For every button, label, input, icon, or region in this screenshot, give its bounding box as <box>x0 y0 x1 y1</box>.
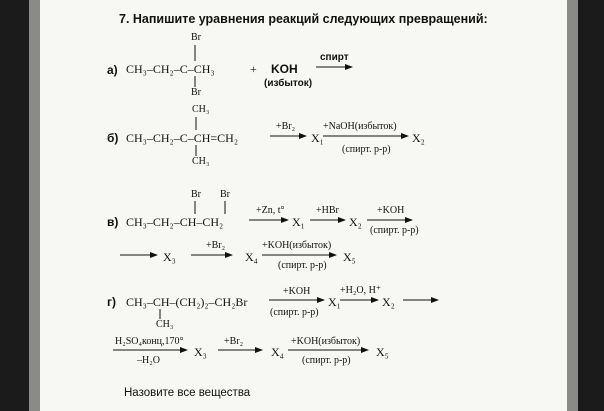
reaction-b-x2: X₂ <box>412 131 425 145</box>
reaction-a-plus: + <box>250 62 257 76</box>
reaction-a-br-bottom: Br <box>191 87 201 98</box>
reaction-c-x1: X₁ <box>292 215 305 229</box>
reaction-c-arrow5-top: +KOH(избыток) <box>262 240 332 251</box>
reaction-d-x5: X₅ <box>376 345 389 359</box>
reaction-b-arrow2-bottom: (спирт. р-р) <box>342 144 391 155</box>
reaction-a-koh-note: (избыток) <box>264 78 313 89</box>
task-heading: 7. Напишите уравнения реакций следующих … <box>119 12 488 26</box>
worksheet-page <box>40 0 567 411</box>
reaction-c-label: в) <box>107 215 119 229</box>
reaction-c-x3: X₃ <box>163 250 176 264</box>
reaction-c-arrow2-label: +HBr <box>316 205 339 216</box>
reaction-c-arrow4-label: +Br₂ <box>206 240 226 251</box>
page-edge-right <box>567 0 578 411</box>
reaction-b-label: б) <box>107 131 119 145</box>
reaction-c-x4: X₄ <box>245 250 258 264</box>
reaction-a-br-top: Br <box>191 32 201 43</box>
reaction-d-x3: X₃ <box>194 345 207 359</box>
reaction-b-arrow1-label: +Br₂ <box>276 121 296 132</box>
reaction-d-formula: CH₃–CH–(CH₂)₂–CH₂Br <box>126 295 248 309</box>
reaction-c-arrow1-label: +Zn, t° <box>256 205 285 216</box>
footer-instruction: Назовите все вещества <box>124 387 251 399</box>
reaction-d-arrow5-top: +KOH(избыток) <box>291 336 361 347</box>
reaction-d-arrow1-top: +KOH <box>283 286 311 297</box>
reaction-c-arrow3-top: +KOH <box>377 205 405 216</box>
reaction-c-x2: X₂ <box>349 215 362 229</box>
reaction-b-ch3-top: CH₃ <box>192 104 210 115</box>
reaction-c-br2: Br <box>220 189 230 200</box>
reaction-c-br1: Br <box>191 189 201 200</box>
reaction-d-arrow2-label: +H₂O, H⁺ <box>340 285 382 296</box>
reaction-d-ch3-bottom: CH₃ <box>156 319 174 330</box>
reaction-a-arrow-label: спирт <box>320 52 349 63</box>
reaction-d-x1: X₁ <box>328 295 341 309</box>
reaction-d-arrow4-label: +Br₂ <box>224 336 244 347</box>
reaction-a-label: а) <box>107 63 118 77</box>
reaction-c-formula: CH₃–CH₂–CH–CH₂ <box>126 215 224 229</box>
page-edge-left <box>29 0 40 411</box>
reaction-c-arrow5-bottom: (спирт. р-р) <box>278 260 327 271</box>
reaction-d-x2: X₂ <box>382 295 395 309</box>
reaction-a-koh: KOH <box>271 62 298 76</box>
reaction-d-arrow3-top: H₂SO₄конц,170° <box>115 336 184 347</box>
reaction-b-formula: CH₃–CH₂–C–CH=CH₂ <box>126 131 239 145</box>
reaction-b-arrow2-top: +NaOH(избыток) <box>323 121 397 132</box>
reaction-a-formula: CH₃–CH₂–C–CH₃ <box>126 62 215 76</box>
reaction-d-arrow5-bottom: (спирт. р-р) <box>302 355 351 366</box>
reaction-b-ch3-bottom: CH₃ <box>192 156 210 167</box>
reaction-d-arrow1-bottom: (спирт. р-р) <box>270 307 319 318</box>
reaction-d-x4: X₄ <box>271 345 284 359</box>
reaction-b-x1: X₁ <box>311 131 324 145</box>
reaction-d-arrow3-bottom: –H₂O <box>137 355 160 366</box>
reaction-c-arrow3-bottom: (спирт. р-р) <box>370 225 419 236</box>
reaction-c-x5: X₅ <box>343 250 356 264</box>
reaction-d-label: г) <box>107 295 116 309</box>
